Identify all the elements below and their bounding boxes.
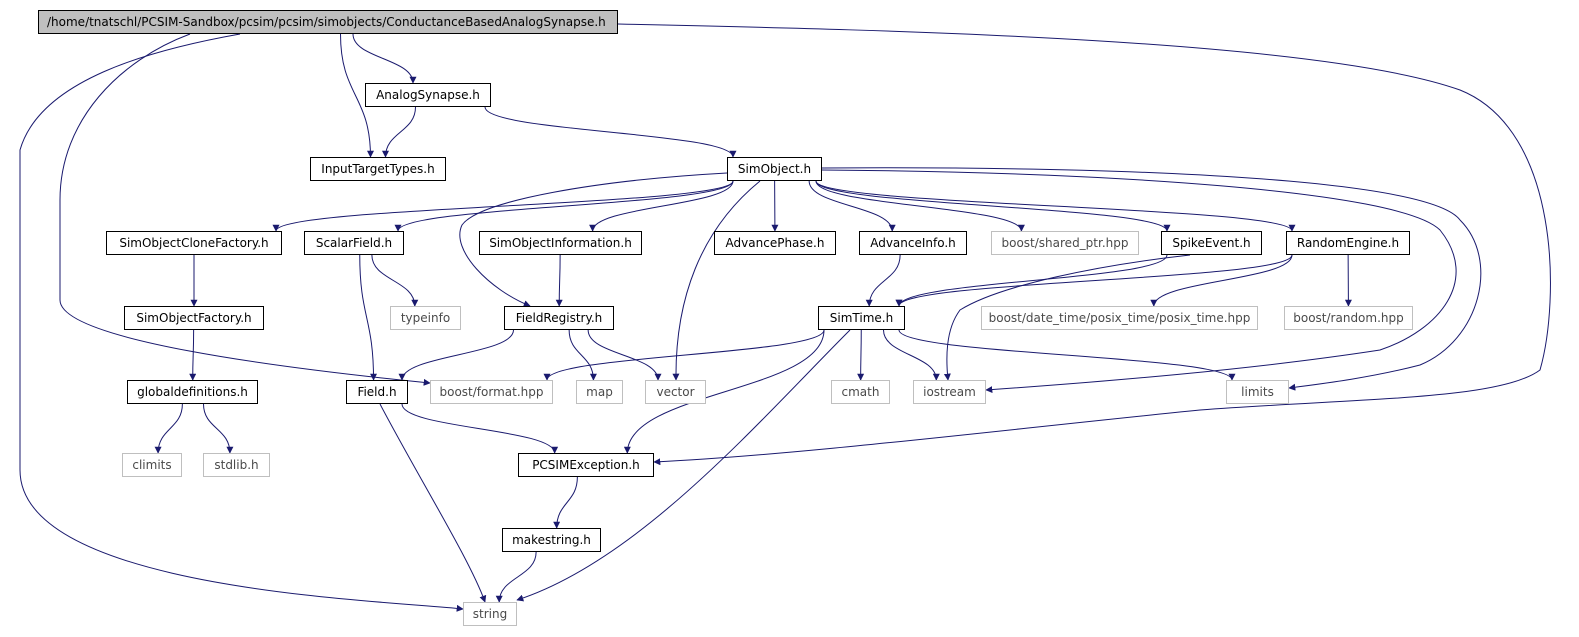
edge-sim_object-to-limits: [821, 167, 1482, 391]
node-boost-shared-ptr: boost/shared_ptr.hpp: [991, 231, 1139, 255]
node-global-definitions[interactable]: globaldefinitions.h: [127, 380, 258, 404]
node-vector: vector: [645, 380, 706, 404]
edge-random_engine-to-boost_posix_time: [1150, 254, 1293, 307]
node-limits: limits: [1226, 380, 1289, 404]
edge-sim_object_factory-to-global_definitions: [189, 329, 197, 381]
edge-root-to-boost_format: [59, 33, 431, 386]
node-analog-synapse[interactable]: AnalogSynapse.h: [365, 83, 491, 107]
edge-spike_event-to-sim_time: [895, 254, 1168, 307]
edge-root-to-pcsim_exception: [617, 23, 1551, 466]
edge-scalar_field-to-typeinfo: [371, 254, 419, 307]
node-stdlib: stdlib.h: [203, 453, 270, 477]
node-makestring[interactable]: makestring.h: [502, 528, 601, 552]
edge-sim_object-to-sim_object_clone_factory: [272, 180, 734, 232]
edge-field-to-pcsim_exception: [401, 403, 559, 454]
edge-global_definitions-to-climits: [154, 403, 183, 454]
edge-root-to-input_target_types: [340, 33, 374, 158]
edge-root-to-string: [19, 33, 464, 612]
node-input-target-types[interactable]: InputTargetTypes.h: [310, 157, 446, 181]
edge-field-to-string: [379, 403, 487, 603]
edge-sim_time-to-boost_format: [543, 329, 825, 381]
node-boost-format: boost/format.hpp: [430, 380, 553, 404]
edge-sim_time-to-limits: [898, 329, 1236, 381]
edge-field_registry-to-vector: [587, 329, 662, 381]
edge-sim_object-to-vector: [672, 180, 761, 381]
node-string: string: [463, 602, 517, 626]
node-cmath: cmath: [831, 380, 890, 404]
edge-spike_event-to-iostream: [943, 254, 1191, 381]
node-boost-posix-time: boost/date_time/posix_time/posix_time.hp…: [981, 306, 1258, 330]
edge-makestring-to-string: [495, 551, 537, 603]
node-boost-random: boost/random.hpp: [1284, 306, 1413, 330]
edge-sim_time-to-cmath: [857, 329, 865, 381]
node-root-file[interactable]: /home/tnatschl/PCSIM-Sandbox/pcsim/pcsim…: [38, 10, 618, 34]
edge-sim_object-to-scalar_field: [394, 180, 734, 232]
node-sim-object-information[interactable]: SimObjectInformation.h: [479, 231, 642, 255]
node-map: map: [576, 380, 623, 404]
edge-sim_time-to-string: [516, 329, 851, 602]
edge-sim_object-to-spike_event: [815, 180, 1171, 232]
edge-scalar_field-to-field: [359, 254, 378, 381]
edge-sim_object-to-advance_info: [808, 180, 896, 232]
node-scalar-field[interactable]: ScalarField.h: [304, 231, 404, 255]
node-sim-object[interactable]: SimObject.h: [727, 157, 822, 181]
edge-sim_time-to-pcsim_exception: [623, 329, 825, 454]
node-iostream: iostream: [913, 380, 986, 404]
edge-sim_object-to-boost_shared_ptr: [815, 180, 1025, 232]
edge-sim_object-to-sim_object_information: [589, 180, 734, 232]
node-sim-object-factory[interactable]: SimObjectFactory.h: [124, 306, 264, 330]
edge-sim_object-to-iostream: [821, 169, 1457, 394]
node-sim-object-clone-factory[interactable]: SimObjectCloneFactory.h: [106, 231, 282, 255]
edge-advance_info-to-sim_time: [865, 254, 901, 307]
node-pcsim-exception[interactable]: PCSIMException.h: [518, 453, 654, 477]
edge-sim_object-to-random_engine: [815, 180, 1296, 232]
node-typeinfo: typeinfo: [390, 306, 461, 330]
edge-pcsim_exception-to-makestring: [553, 476, 578, 529]
node-advance-info[interactable]: AdvanceInfo.h: [859, 231, 967, 255]
edge-random_engine-to-sim_time: [895, 254, 1293, 307]
edge-analog_synapse-to-sim_object: [484, 106, 737, 158]
node-advance-phase[interactable]: AdvancePhase.h: [714, 231, 836, 255]
edge-root-to-analog_synapse: [352, 33, 417, 84]
node-field-registry[interactable]: FieldRegistry.h: [504, 306, 614, 330]
edge-analog_synapse-to-input_target_types: [382, 106, 416, 158]
node-random-engine[interactable]: RandomEngine.h: [1286, 231, 1410, 255]
node-field[interactable]: Field.h: [346, 380, 408, 404]
node-sim-time[interactable]: SimTime.h: [818, 306, 905, 330]
edge-sim_object_information-to-field_registry: [555, 254, 563, 307]
edge-field_registry-to-field: [398, 329, 514, 381]
edge-global_definitions-to-stdlib: [203, 403, 234, 454]
edge-field_registry-to-map: [568, 329, 597, 381]
edge-sim_object-to-field_registry: [459, 172, 728, 307]
node-spike-event[interactable]: SpikeEvent.h: [1161, 231, 1262, 255]
edge-sim_time-to-iostream: [883, 329, 940, 381]
node-climits: climits: [122, 453, 182, 477]
